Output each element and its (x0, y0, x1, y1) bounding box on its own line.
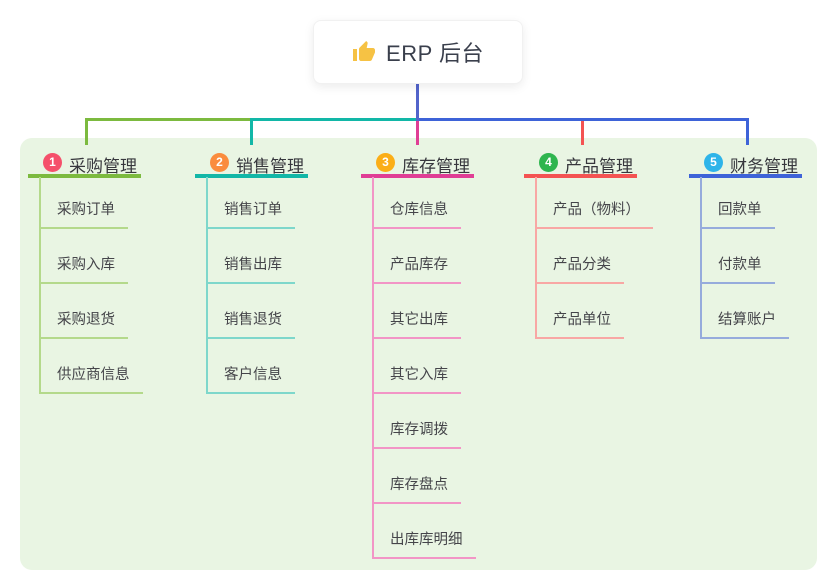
branch-title[interactable]: 产品管理 (565, 157, 633, 176)
root-node[interactable]: ERP 后台 (313, 20, 523, 84)
mindmap-background-panel (20, 138, 817, 570)
branch-number-badge: 4 (539, 153, 558, 172)
mindmap-node[interactable]: 采购入库 (39, 255, 128, 284)
connector-drop (416, 121, 419, 145)
connector-drop (250, 118, 253, 145)
connector-drop (746, 118, 749, 145)
mindmap-node[interactable]: 销售订单 (206, 200, 295, 229)
branch-spine-line (206, 177, 208, 394)
branch-title[interactable]: 销售管理 (236, 157, 304, 176)
branch-title[interactable]: 库存管理 (402, 157, 470, 176)
branch-underline (28, 174, 141, 178)
mindmap-node[interactable]: 销售出库 (206, 255, 295, 284)
thumbs-up-icon (353, 41, 376, 61)
mindmap-node[interactable]: 采购订单 (39, 200, 128, 229)
mindmap-node[interactable]: 库存调拨 (372, 420, 461, 449)
branch-number-badge: 3 (376, 153, 395, 172)
branch-underline (361, 174, 474, 178)
connector-horizontal (417, 118, 749, 121)
mindmap-node[interactable]: 销售退货 (206, 310, 295, 339)
mindmap-node[interactable]: 其它出库 (372, 310, 461, 339)
branch-title[interactable]: 采购管理 (69, 157, 137, 176)
branch-spine-line (39, 177, 41, 394)
branch-underline (524, 174, 637, 178)
mindmap-node[interactable]: 仓库信息 (372, 200, 461, 229)
mindmap-node[interactable]: 产品单位 (535, 310, 624, 339)
mindmap-node[interactable]: 回款单 (700, 200, 775, 229)
branch-spine-line (372, 177, 374, 559)
mindmap-node[interactable]: 采购退货 (39, 310, 128, 339)
branch-number-badge: 5 (704, 153, 723, 172)
mindmap-node[interactable]: 结算账户 (700, 310, 789, 339)
mindmap-node[interactable]: 供应商信息 (39, 365, 143, 394)
mindmap-node[interactable]: 产品（物料） (535, 200, 653, 229)
connector-drop (581, 121, 584, 145)
branch-underline (689, 174, 802, 178)
mindmap-node[interactable]: 库存盘点 (372, 475, 461, 504)
branch-number-badge: 1 (43, 153, 62, 172)
branch-underline (195, 174, 308, 178)
branch-number-badge: 2 (210, 153, 229, 172)
connector-drop (85, 118, 88, 145)
mindmap-node[interactable]: 出库库明细 (372, 530, 476, 559)
connector-horizontal (250, 118, 420, 121)
mindmap-node[interactable]: 产品库存 (372, 255, 461, 284)
root-node-label: ERP 后台 (386, 41, 484, 66)
connector-root-vertical (416, 84, 419, 121)
branch-spine-line (700, 177, 702, 339)
mindmap-node[interactable]: 客户信息 (206, 365, 295, 394)
mindmap-node[interactable]: 其它入库 (372, 365, 461, 394)
mindmap-node[interactable]: 付款单 (700, 255, 775, 284)
mindmap-node[interactable]: 产品分类 (535, 255, 624, 284)
branch-title[interactable]: 财务管理 (730, 157, 798, 176)
branch-spine-line (535, 177, 537, 339)
